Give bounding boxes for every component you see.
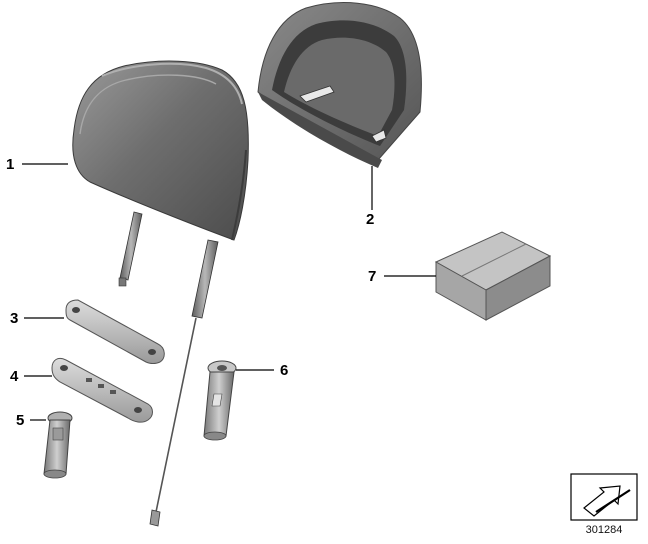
headrest-rod-right [191,239,219,319]
rod-cable [149,317,197,527]
part-1-headrest [72,60,249,241]
document-number: 301284 [585,524,623,536]
callout-4: 4 [10,368,19,385]
part-7-box [434,231,552,321]
arrow-icon [583,485,621,517]
part-3-plate [65,299,165,364]
part-5-sleeve [43,411,73,479]
callout-3: 3 [10,310,19,327]
callout-2: 2 [366,211,375,228]
leader-lines [22,163,436,421]
callout-6: 6 [280,362,289,379]
callout-7: 7 [368,268,377,285]
part-2-headrest-frame [257,2,422,168]
part-4-bracket [51,357,153,423]
part-6-sleeve [203,360,237,441]
callout-1: 1 [6,156,15,173]
callout-5: 5 [16,412,25,429]
headrest-rod-left [118,211,143,287]
document-badge [570,473,638,521]
